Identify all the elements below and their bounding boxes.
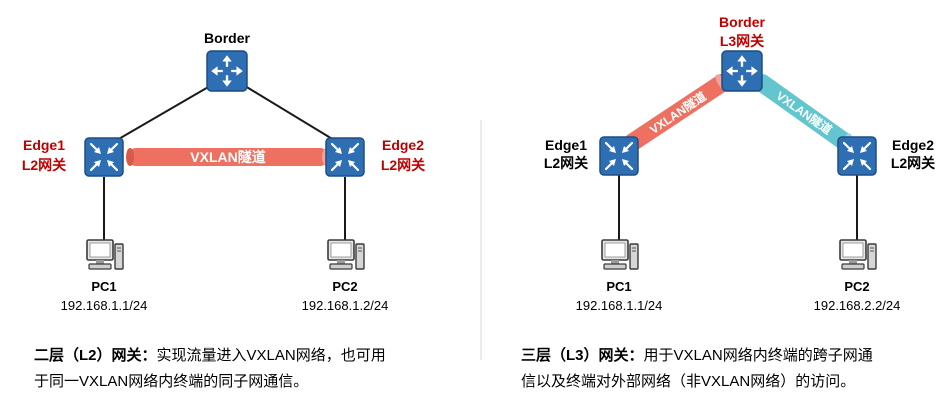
left-caption-line2: 于同一VXLAN网络内终端的同子网通信。 <box>34 373 309 390</box>
pc2-ip: 192.168.1.2/24 <box>302 298 389 313</box>
pc2-name-right: PC2 <box>844 279 869 294</box>
right-caption-line1: 三层（L3）网关：用于VXLAN网络内终端的跨子网通 <box>521 343 946 369</box>
pc1-ip-right: 192.168.1.1/24 <box>576 298 663 313</box>
right-panel: VXLAN隧道 VXLAN隧道 Border L3网关 Edge1 L2网关 E… <box>544 14 935 313</box>
pc1-ip: 192.168.1.1/24 <box>61 298 148 313</box>
edge1-role-right: L2网关 <box>544 155 588 171</box>
edge2-switch-icon-right <box>837 136 877 176</box>
border-name-right: Border <box>719 14 765 30</box>
left-caption-title: 二层（L2）网关： <box>34 347 157 364</box>
pc2-computer-icon <box>327 239 365 270</box>
link-border-edge1 <box>116 85 211 141</box>
pc2-name: PC2 <box>332 279 357 294</box>
border-router-icon-right <box>721 50 763 92</box>
edge1-switch-icon-right <box>599 136 639 176</box>
link-border-edge2 <box>244 85 335 141</box>
border-role-right: L3网关 <box>720 33 764 49</box>
edge1-name-right: Edge1 <box>545 137 587 153</box>
edge2-role: L2网关 <box>381 157 425 173</box>
tunnel-label-left: VXLAN隧道 <box>647 88 709 137</box>
left-caption: 二层（L2）网关：实现流量进入VXLAN网络，也可用 于同一VXLAN网络内终端… <box>34 343 474 395</box>
pc1-computer-icon-right <box>601 239 639 270</box>
pc1-name: PC1 <box>91 279 116 294</box>
edge1-role: L2网关 <box>22 157 66 173</box>
right-caption-line1-text: 用于VXLAN网络内终端的跨子网通 <box>643 347 873 364</box>
right-caption: 三层（L3）网关：用于VXLAN网络内终端的跨子网通 信以及终端对外部网络（非V… <box>521 343 946 395</box>
edge1-switch-icon <box>84 137 124 177</box>
pc1-name-right: PC1 <box>606 279 631 294</box>
left-caption-line1: 二层（L2）网关：实现流量进入VXLAN网络，也可用 <box>34 343 474 369</box>
pc1-computer-icon <box>86 239 124 270</box>
right-caption-line2: 信以及终端对外部网络（非VXLAN网络）的访问。 <box>521 373 856 390</box>
edge2-name: Edge2 <box>382 137 424 153</box>
edge2-name-right: Edge2 <box>892 137 934 153</box>
edge2-role-right: L2网关 <box>891 155 935 171</box>
left-panel: VXLAN隧道 Border Edge1 L2网关 Edge2 L2网关 PC1… <box>22 30 425 313</box>
left-caption-line1-text: 实现流量进入VXLAN网络，也可用 <box>156 347 386 364</box>
tunnel-label: VXLAN隧道 <box>190 149 265 165</box>
edge2-switch-icon <box>325 137 365 177</box>
pc2-ip-right: 192.168.2.2/24 <box>814 298 901 313</box>
border-router-icon <box>206 50 248 92</box>
border-label: Border <box>204 30 250 46</box>
tunnel-label-right: VXLAN隧道 <box>773 88 835 137</box>
right-caption-title: 三层（L3）网关： <box>521 347 644 364</box>
edge1-name: Edge1 <box>23 137 65 153</box>
pc2-computer-icon-right <box>839 239 877 270</box>
